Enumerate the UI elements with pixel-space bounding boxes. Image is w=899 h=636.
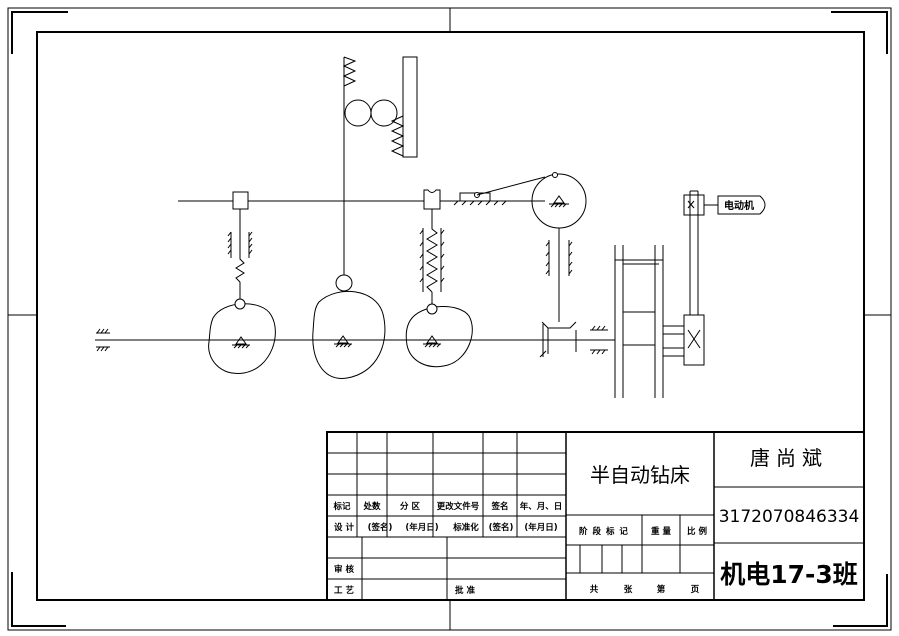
tb-label-zone: 分 区 [400,501,420,512]
shaft-bearing-left [96,328,110,352]
tb-standardize-date: (年月日) [524,522,557,533]
tb-sheet-unit: 张 [624,585,633,595]
cam-middle [312,56,418,379]
crank-slider [452,172,587,322]
tb-design-date: (年月日) [405,522,438,533]
cam-left [208,209,276,375]
tb-design: 设 计 [334,522,354,533]
tb-review: 审 核 [334,564,354,575]
designer-name: 唐尚斌 [750,446,828,470]
tb-sheet-no: 第 [657,584,666,595]
tb-stage-mark: 阶 段 标 记 [579,526,629,537]
class-name: 机电17-3班 [720,560,858,589]
tb-process: 工 艺 [334,585,354,596]
slider-block-middle [423,189,441,210]
student-id: 3172070846334 [719,507,860,527]
motor-label: 电动机 [724,199,754,212]
belt-drive [683,190,766,366]
tb-design-sign: (签名) [368,522,393,533]
gear-train [614,245,685,398]
tb-label-date: 年、月、日 [520,501,563,512]
title-block [326,431,865,601]
tb-scale: 比 例 [687,526,707,537]
tb-standardize-sign: (签名) [489,522,514,533]
drawing-title: 半自动钻床 [590,463,690,487]
tb-approve: 批 准 [455,585,475,596]
tb-label-change-doc: 更改文件号 [437,501,480,512]
mechanism-schematic [95,56,766,398]
tb-sheet-total: 共 [590,584,599,595]
tb-sheet-page: 页 [691,585,700,595]
tb-label-count: 处数 [362,501,381,512]
bevel-gears [539,321,577,358]
tb-label-mark: 标记 [332,501,351,512]
cam-right [405,209,473,368]
tb-standardize: 标准化 [452,522,479,533]
shaft-bearing-right [590,325,608,355]
slider-block-left [232,191,249,210]
tb-weight: 重 量 [651,526,671,537]
tb-label-signature: 签名 [490,501,508,512]
